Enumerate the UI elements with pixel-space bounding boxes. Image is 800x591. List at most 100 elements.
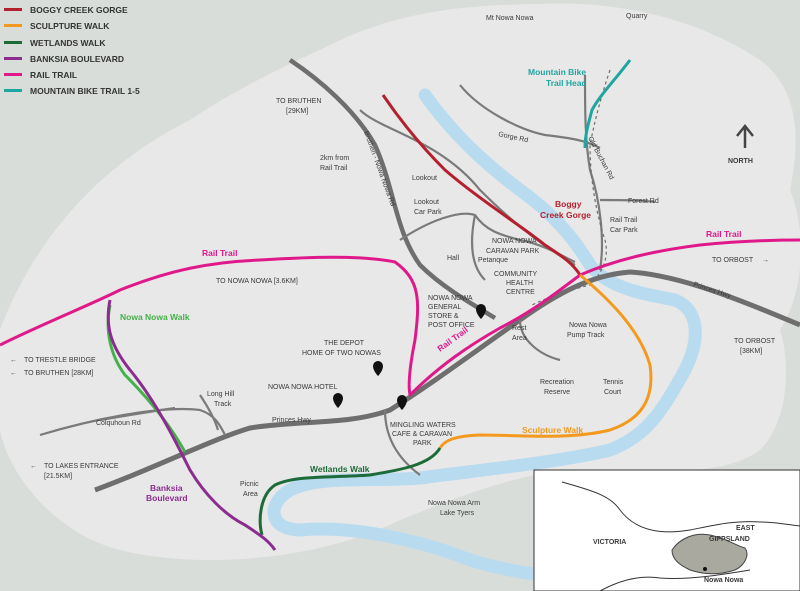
label-mt-nowa-nowa: Mt Nowa Nowa bbox=[486, 15, 534, 22]
inset-label-nowa-nowa: Nowa Nowa bbox=[704, 577, 743, 584]
banksia-boulevard bbox=[106, 299, 277, 551]
label-banksia-2: Boulevard bbox=[146, 493, 188, 503]
label-rest-area-2: Area bbox=[512, 335, 527, 342]
label-rail-cp-2: Car Park bbox=[610, 227, 638, 234]
label-lookout: Lookout bbox=[412, 175, 437, 182]
label-tennis-2: Court bbox=[604, 389, 621, 396]
legend-label-wetlands: WETLANDS WALK bbox=[30, 38, 106, 48]
label-rail-trail-east: Rail Trail bbox=[706, 229, 741, 239]
label-colquhoun: Colquhoun Rd bbox=[96, 420, 141, 427]
inset-label-gippsland: GIPPSLAND bbox=[709, 536, 750, 543]
label-sculpture: Sculpture Walk bbox=[522, 425, 583, 435]
label-forest-rd: Forest Rd bbox=[628, 198, 659, 205]
inset-map bbox=[533, 469, 800, 591]
label-hotel: NOWA NOWA HOTEL bbox=[268, 384, 338, 391]
legend-swatch-wetlands bbox=[4, 41, 22, 44]
label-to-nowa-nowa: TO NOWA NOWA [3.6KM] bbox=[216, 278, 298, 285]
label-mingling-3: PARK bbox=[413, 440, 432, 447]
label-to-bruthen-2: [29KM] bbox=[286, 108, 308, 115]
label-lakes-2: [21.5KM] bbox=[44, 473, 72, 480]
label-general-1: NOWA NOWA bbox=[428, 295, 473, 302]
label-lookout-cp-1: Lookout bbox=[414, 199, 439, 206]
label-orbost-38-2: [38KM] bbox=[740, 348, 762, 355]
label-from-rail-1: 2km from bbox=[320, 155, 349, 162]
legend-swatch-banksia bbox=[4, 57, 22, 60]
label-lookout-cp-2: Car Park bbox=[414, 209, 442, 216]
map-pin-icon bbox=[397, 395, 407, 410]
legend-label-sculpture: SCULPTURE WALK bbox=[30, 21, 110, 31]
label-picnic-2: Area bbox=[243, 491, 258, 498]
map-pin-icon bbox=[373, 361, 383, 376]
rail-trail bbox=[0, 238, 800, 397]
label-tennis-1: Tennis bbox=[603, 379, 624, 386]
label-boggy-1: Boggy bbox=[555, 199, 582, 209]
label-arm-1: Nowa Nowa Arm bbox=[428, 500, 480, 507]
label-to-bruthen-1: TO BRUTHEN bbox=[276, 98, 321, 105]
label-mtb-head-2: Trail Head bbox=[546, 78, 587, 88]
label-to-orbost: TO ORBOST bbox=[712, 257, 754, 264]
north-arrow-icon bbox=[736, 123, 754, 148]
label-banksia-1: Banksia bbox=[150, 483, 183, 493]
legend-label-rail: RAIL TRAIL bbox=[30, 70, 77, 80]
inset-label-victoria: VICTORIA bbox=[593, 539, 626, 546]
label-bruthen-28: TO BRUTHEN [28KM] bbox=[24, 370, 94, 377]
inset-nowa-nowa-dot bbox=[703, 567, 707, 571]
label-community-2: HEALTH bbox=[506, 280, 533, 287]
princes-highway bbox=[94, 269, 800, 493]
label-lakes-1: TO LAKES ENTRANCE bbox=[44, 463, 119, 470]
label-rail-cp-1: Rail Trail bbox=[610, 217, 638, 224]
arrow-left-icon: ← bbox=[10, 370, 17, 377]
label-depot-1: THE DEPOT bbox=[324, 340, 365, 347]
map-pin-icon bbox=[333, 393, 343, 408]
label-rail-trail-west: Rail Trail bbox=[202, 248, 237, 258]
inset-coast-south bbox=[599, 569, 751, 591]
label-princes-hwy-mid: Princes Hwy bbox=[272, 417, 311, 424]
arrow-left-icon: ← bbox=[10, 357, 17, 364]
legend-label-banksia: BANKSIA BOULEVARD bbox=[30, 54, 124, 64]
arrow-right-icon: → bbox=[762, 257, 769, 264]
label-boggy-2: Creek Gorge bbox=[540, 210, 591, 220]
label-from-rail-2: Rail Trail bbox=[320, 165, 348, 172]
label-general-2: GENERAL bbox=[428, 304, 462, 311]
label-hall: Hall bbox=[447, 255, 460, 262]
lake-water bbox=[267, 88, 702, 583]
label-mtb-head-1: Mountain Bike bbox=[528, 67, 586, 77]
label-petanque: Petanque bbox=[478, 257, 508, 264]
label-depot-2: HOME OF TWO NOWAS bbox=[302, 350, 381, 357]
sculpture-walk bbox=[438, 273, 653, 449]
label-community-3: CENTRE bbox=[506, 289, 535, 296]
north-label: NORTH bbox=[728, 158, 753, 165]
map-pin-icon bbox=[476, 304, 486, 319]
mountain-bike-trail bbox=[583, 59, 632, 149]
dashed-track bbox=[529, 69, 611, 307]
inset-label-east: EAST bbox=[736, 525, 755, 532]
label-picnic-1: Picnic bbox=[240, 481, 259, 488]
arrow-left-icon: ← bbox=[30, 463, 37, 470]
label-caravan-1: NOWA NOWA bbox=[492, 238, 537, 245]
wetlands-walk bbox=[258, 447, 442, 536]
label-quarry: Quarry bbox=[626, 13, 648, 20]
legend-swatch-sculpture bbox=[4, 24, 22, 27]
label-nowa-walk: Nowa Nowa Walk bbox=[120, 312, 190, 322]
legend-swatch-boggy bbox=[4, 8, 22, 11]
label-long-hill-1: Long Hill bbox=[207, 391, 235, 398]
label-pump-2: Pump Track bbox=[567, 332, 605, 339]
legend-label-mtb: MOUNTAIN BIKE TRAIL 1-5 bbox=[30, 86, 140, 96]
label-wetlands: Wetlands Walk bbox=[310, 464, 370, 474]
label-trestle: TO TRESTLE BRIDGE bbox=[24, 357, 96, 364]
legend: BOGGY CREEK GORGE SCULPTURE WALK WETLAND… bbox=[4, 5, 140, 96]
legend-swatch-mtb bbox=[4, 89, 22, 92]
label-mingling-2: CAFE & CARAVAN bbox=[392, 431, 452, 438]
inset-east-gippsland bbox=[671, 533, 748, 575]
label-caravan-2: CARAVAN PARK bbox=[486, 248, 540, 255]
label-general-4: POST OFFICE bbox=[428, 322, 475, 329]
legend-label-boggy: BOGGY CREEK GORGE bbox=[30, 5, 128, 15]
label-orbost-38-1: TO ORBOST bbox=[734, 338, 776, 345]
label-recreation-2: Reserve bbox=[544, 389, 570, 396]
label-long-hill-2: Track bbox=[214, 401, 232, 408]
legend-swatch-rail bbox=[4, 73, 22, 76]
bruthen-road bbox=[288, 58, 497, 320]
boggy-creek-gorge-trail bbox=[381, 94, 582, 276]
label-arm-2: Lake Tyers bbox=[440, 510, 475, 517]
